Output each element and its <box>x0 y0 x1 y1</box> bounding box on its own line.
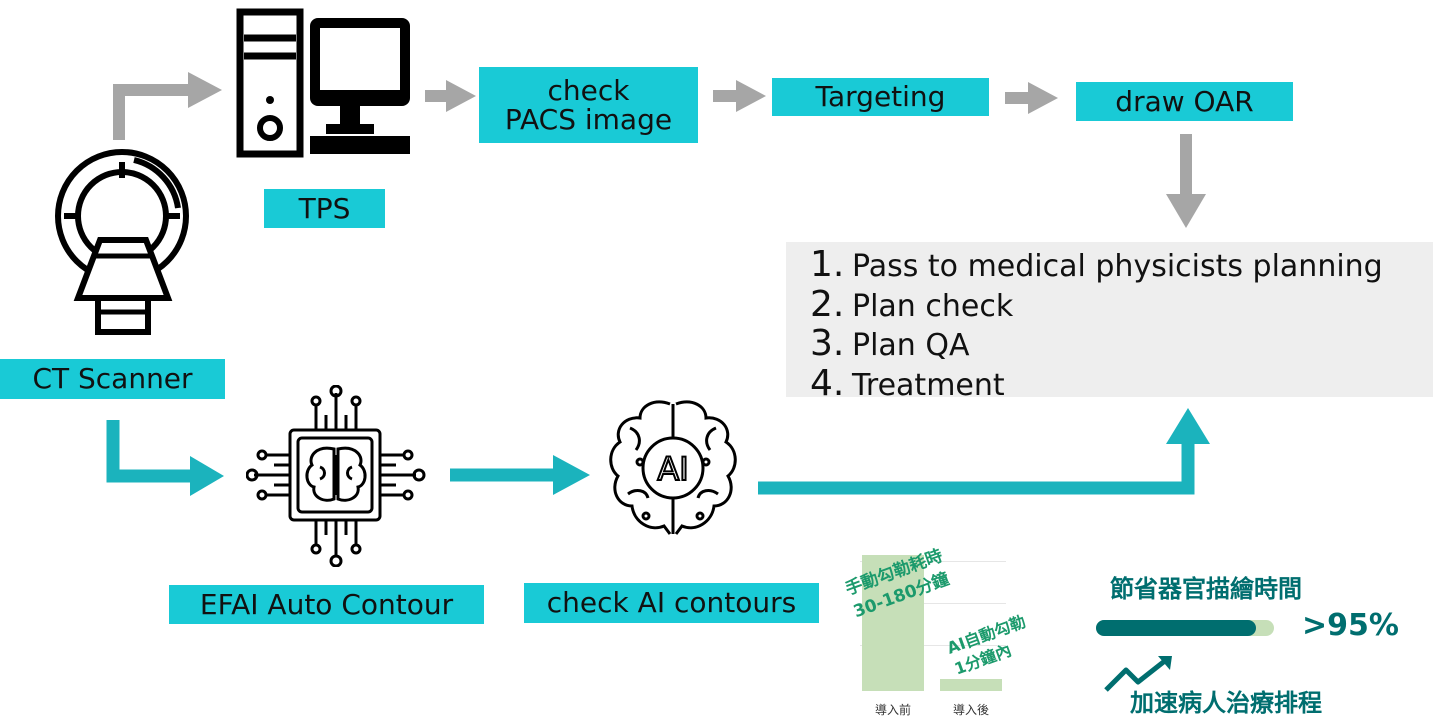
step-text: Pass to medical physicists planning <box>852 249 1383 284</box>
ct-scanner-label: CT Scanner <box>0 359 225 399</box>
step-item: 3.Plan QA <box>810 325 1433 365</box>
bar-before <box>862 555 924 691</box>
arrow-ct-to-efai <box>106 420 192 483</box>
savings-progress-track <box>1096 620 1274 636</box>
step-item: 4.Treatment <box>810 362 1433 405</box>
step-item: 1.Pass to medical physicists planning <box>810 246 1433 286</box>
ai-brain-icon: AI <box>609 400 737 535</box>
arrow-ai-to-steps <box>758 440 1195 495</box>
step-text: Plan QA <box>852 328 970 363</box>
arrow-ct-to-tps <box>113 84 190 140</box>
bar-after <box>940 679 1002 691</box>
savings-subtitle: 加速病人治療排程 <box>1130 689 1322 717</box>
draw-oar-label: draw OAR <box>1076 82 1293 121</box>
step-number: 3. <box>810 323 845 364</box>
arrowhead-ct-to-tps <box>188 72 222 108</box>
ct-scanner-icon <box>55 149 189 335</box>
workflow-steps-panel: 1.Pass to medical physicists planning 2.… <box>786 242 1433 403</box>
tps-label: TPS <box>264 189 385 228</box>
step-text: Treatment <box>852 367 1005 403</box>
check-ai-label: check AI contours <box>524 583 819 623</box>
step-number: 4. <box>810 362 845 404</box>
step-item: 2.Plan check <box>810 283 1433 326</box>
chip-brain-icon <box>246 385 426 567</box>
targeting-label: Targeting <box>772 78 989 116</box>
trend-up-icon <box>1104 656 1172 692</box>
step-number: 2. <box>810 283 845 325</box>
check-pacs-line2: PACS image <box>504 103 673 136</box>
efai-label: EFAI Auto Contour <box>169 585 484 624</box>
ai-chip-text: AI <box>657 450 688 488</box>
computer-icon <box>236 8 410 158</box>
x-label-after: 導入後 <box>952 703 989 717</box>
gridline <box>860 603 1006 604</box>
check-pacs-label: check PACS image <box>479 67 698 143</box>
check-pacs-line1: check <box>547 73 630 107</box>
savings-title: 節省器官描繪時間 <box>1110 575 1302 603</box>
x-label-before: 導入前 <box>874 703 911 717</box>
gridline <box>860 561 1006 562</box>
savings-progress-fill <box>1096 620 1257 636</box>
step-number: 1. <box>810 244 845 285</box>
savings-value: >95% <box>1302 608 1399 643</box>
time-comparison-chart: 手動勾勒耗時 30-180分鐘 AI自動勾勒 1分鐘內 導入前 導入後 <box>843 546 1029 718</box>
step-text: Plan check <box>852 288 1014 324</box>
gridline <box>860 645 1006 646</box>
